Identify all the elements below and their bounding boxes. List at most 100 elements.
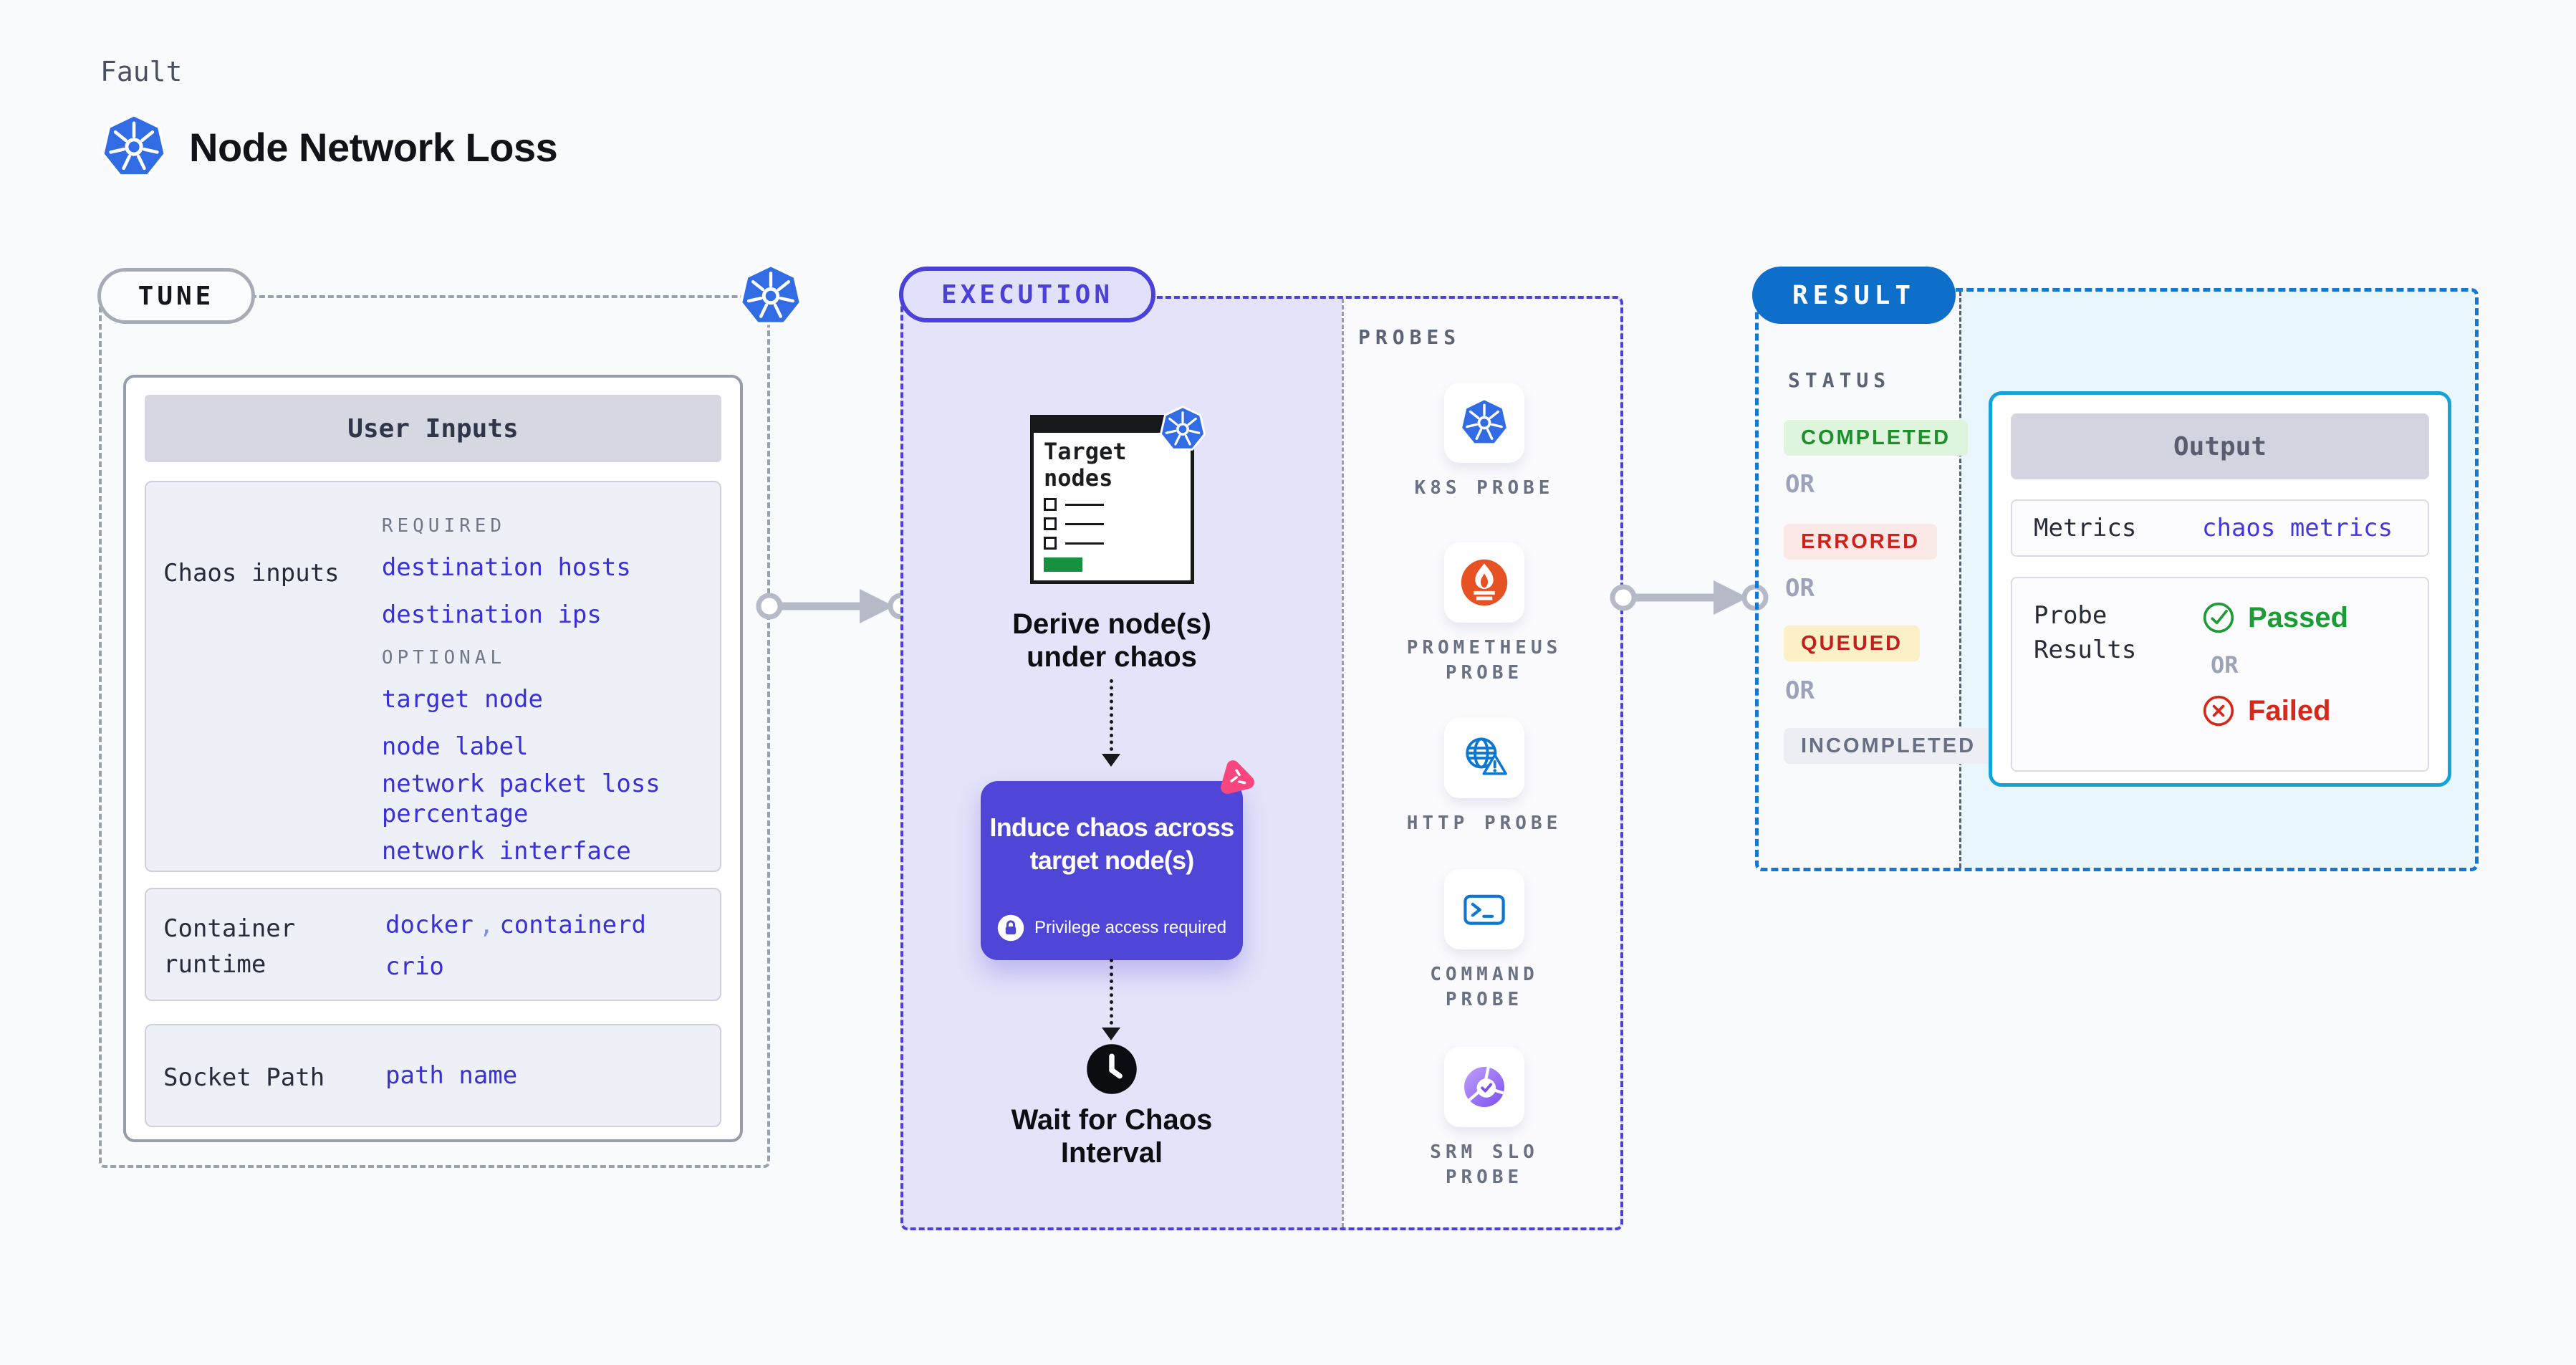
status-badge-errored: ERRORED: [1784, 524, 1938, 560]
probe-label: PROMETHEUS PROBE: [1406, 637, 1562, 684]
chaos-input-item: target node: [381, 685, 543, 714]
checkbox-icon: [1044, 498, 1057, 511]
socket-path-row: Socket Path path name: [145, 1024, 721, 1127]
kubernetes-icon: [100, 113, 168, 181]
chaos-input-item: network packet loss percentage: [381, 770, 660, 828]
probe-label: SRM SLO PROBE: [1430, 1141, 1539, 1188]
chaos-inputs-label: Chaos inputs: [163, 559, 340, 588]
selected-node-bar: [1044, 557, 1082, 572]
line: [1065, 503, 1104, 506]
derive-nodes-label: Derive node(s) under chaos: [1012, 608, 1211, 673]
metrics-label: Metrics: [2034, 514, 2137, 542]
dotted-arrow-head: [1102, 1028, 1120, 1040]
runtime-containerd: containerd: [499, 911, 647, 939]
tune-section: [99, 295, 770, 1168]
clock-icon: [1085, 1043, 1138, 1096]
wait-interval-label: Wait for Chaos Interval: [1011, 1104, 1213, 1169]
or-label: OR: [1785, 676, 1815, 705]
status-badge-completed: COMPLETED: [1784, 420, 1969, 456]
user-inputs-card: User Inputs Chaos inputs REQUIRED destin…: [123, 375, 743, 1142]
dotted-arrow: [1110, 679, 1113, 751]
target-nodes-title: Target nodes: [1044, 438, 1127, 492]
container-runtime-label: Container runtime: [163, 914, 296, 979]
runtime-separator: ,: [479, 911, 494, 939]
check-circle-icon: [2202, 601, 2235, 634]
page-title: Node Network Loss: [189, 124, 558, 170]
metrics-row: Metrics chaos metrics: [2011, 499, 2429, 557]
or-label: OR: [1785, 470, 1815, 499]
line: [1065, 522, 1104, 525]
node-checkbox-row: [1044, 517, 1191, 530]
fault-eyebrow: Fault: [100, 56, 183, 87]
status-badge-incompleted: INCOMPLETED: [1784, 728, 1994, 764]
required-tag: REQUIRED: [381, 515, 506, 537]
tune-to-execution-arrow: [751, 583, 920, 629]
chaos-input-item: destination hosts: [381, 553, 631, 582]
line: [1065, 542, 1104, 545]
probe-http: HTTP PROBE: [1390, 718, 1579, 836]
status-title: STATUS: [1788, 368, 1891, 392]
tune-pill: TUNE: [97, 268, 255, 324]
chaos-inputs-row: Chaos inputs REQUIRED destination hosts …: [145, 481, 721, 872]
probe-results-values: Passed OR Failed: [2202, 598, 2348, 770]
probe-label: COMMAND PROBE: [1430, 964, 1539, 1010]
x-circle-icon: [2202, 694, 2235, 727]
checkbox-icon: [1044, 517, 1057, 530]
probe-results-row: Probe Results Passed OR Failed: [2011, 577, 2429, 772]
privilege-note: Privilege access required: [981, 914, 1243, 942]
node-checkbox-row: [1044, 537, 1191, 550]
terminal-icon: [1459, 884, 1509, 934]
runtime-crio: crio: [385, 952, 444, 981]
result-pill: RESULT: [1752, 267, 1956, 324]
socket-path-label: Socket Path: [163, 1063, 325, 1092]
slo-donut-check-icon: [1459, 1062, 1509, 1112]
probe-prometheus: PROMETHEUS PROBE: [1390, 542, 1579, 686]
failed-line: Failed: [2202, 694, 2348, 727]
target-box-titlebar: [1034, 418, 1191, 433]
kubernetes-icon: [1159, 406, 1206, 453]
passed-text: Passed: [2248, 601, 2349, 633]
container-runtime-values: docker,containerd crio: [385, 911, 646, 1000]
socket-path-value: path name: [385, 1061, 518, 1090]
chaos-input-item: node label: [381, 732, 529, 761]
kubernetes-icon: [739, 264, 803, 328]
dotted-arrow: [1110, 959, 1113, 1025]
induce-chaos-box: Induce chaos across target node(s) Privi…: [981, 781, 1243, 960]
probe-results-label: Probe Results: [2034, 601, 2137, 664]
checkbox-icon: [1044, 537, 1057, 550]
lock-icon: [997, 914, 1024, 942]
prometheus-icon: [1459, 557, 1509, 608]
dotted-arrow-head: [1102, 754, 1120, 767]
probe-label: K8S PROBE: [1414, 477, 1554, 499]
optional-tag: OPTIONAL: [381, 647, 506, 669]
chaos-inputs-values: REQUIRED destination hosts destination i…: [382, 515, 713, 871]
kubernetes-icon: [1459, 398, 1509, 448]
runtime-line: docker,containerd: [385, 911, 646, 939]
chaos-input-item: destination ips: [381, 600, 602, 629]
execution-to-result-arrow: [1605, 575, 1774, 621]
probes-title: PROBES: [1358, 325, 1461, 349]
chaos-input-item: network interface: [381, 837, 631, 866]
probe-label: HTTP PROBE: [1406, 813, 1562, 834]
or-label: OR: [2211, 651, 2239, 679]
runtime-docker: docker: [385, 911, 474, 939]
container-runtime-row: Container runtime docker,containerd crio: [145, 888, 721, 1001]
target-nodes-box: Target nodes: [1030, 415, 1194, 584]
induce-chaos-title: Induce chaos across target node(s): [989, 813, 1235, 875]
or-label: OR: [1785, 574, 1815, 603]
probe-command: COMMAND PROBE: [1390, 869, 1579, 1012]
status-badge-queued: QUEUED: [1784, 626, 1921, 661]
user-inputs-title: User Inputs: [145, 395, 721, 462]
passed-line: Passed: [2202, 601, 2348, 634]
http-globe-warning-icon: [1459, 733, 1509, 783]
metrics-value: chaos metrics: [2202, 514, 2393, 542]
probe-k8s: K8S PROBE: [1390, 383, 1579, 501]
execution-pill: EXECUTION: [899, 267, 1155, 322]
privilege-note-text: Privilege access required: [1034, 918, 1227, 937]
page-title-row: Node Network Loss: [100, 113, 558, 181]
output-title: Output: [2011, 413, 2429, 479]
probe-srm-slo: SRM SLO PROBE: [1390, 1047, 1579, 1190]
output-card: Output Metrics chaos metrics Probe Resul…: [1989, 391, 2451, 787]
node-checkbox-row: [1044, 498, 1191, 511]
